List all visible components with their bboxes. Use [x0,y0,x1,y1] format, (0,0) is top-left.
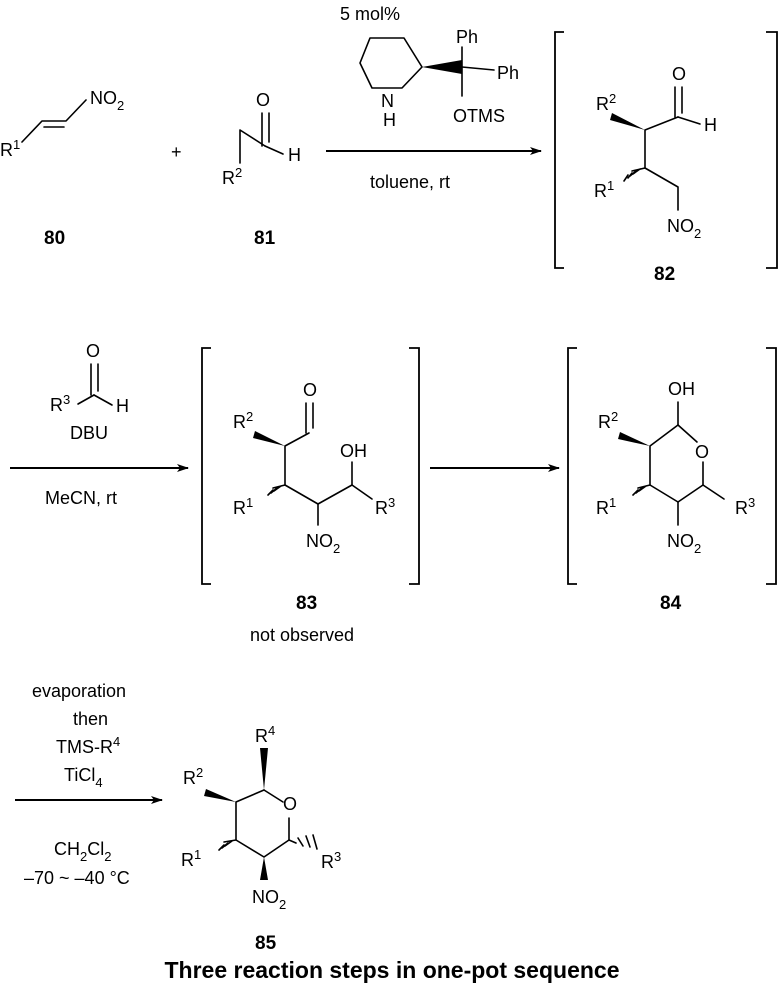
step1-solvent: toluene, rt [370,172,450,192]
scheme-caption: Three reaction steps in one-pot sequence [165,957,620,983]
hash-bond [288,834,318,850]
nitro-group: NO2 [252,887,286,912]
step4-solvent: CH2Cl2 [54,839,111,864]
compound-label-85: 85 [255,933,277,954]
step1-conditions: 5 mol% N H Ph Ph OTMS toluene, rt [326,4,542,192]
bracket-right [409,347,420,585]
r1-label: R1 [594,178,614,201]
compound-label-81: 81 [254,228,276,249]
carbonyl-oxygen: O [256,90,270,110]
compound-label-80: 80 [44,228,65,249]
hydroxyl-group: OH [668,379,695,399]
phenyl-right: Ph [497,63,519,83]
step4-temperature: –70 ~ –40 °C [24,868,130,888]
nitro-group: NO2 [90,88,124,113]
ring-oxygen: O [283,794,297,814]
r1-label: R1 [181,847,201,870]
wedge-bond [204,789,236,802]
step4-line2: then [73,709,108,729]
base-dbu: DBU [70,423,108,443]
nitro-group: NO2 [667,216,701,241]
r1-label: R1 [596,495,616,518]
r2-label: R2 [596,91,616,114]
wedge-bond [422,60,462,74]
r2-label: R2 [222,165,242,188]
r1-label: R1 [233,495,253,518]
step2-conditions: O H R3 DBU MeCN, rt [10,341,189,508]
carbonyl-oxygen: O [672,64,686,84]
carbonyl-oxygen: O [303,380,317,400]
step2-solvent: MeCN, rt [45,488,117,508]
compound-85: R4 O R3 NO2 R2 R1 85 [181,723,341,954]
wedge-bond [610,113,645,130]
r3-label: R3 [321,849,341,872]
hash-bond [632,484,651,496]
wedge-bond [260,748,268,790]
hash-bond [267,484,286,496]
otms-group: OTMS [453,106,505,126]
bracket-right [766,347,777,585]
compound-label-84: 84 [660,593,682,614]
r1-label: R1 [0,137,20,160]
hash-bond [623,167,646,182]
bracket-left [567,347,577,585]
amine-h: H [383,110,396,130]
compound-83: O R2 R1 OH R3 NO2 83 not observed [201,347,420,645]
step4-line1: evaporation [32,681,126,701]
catalyst-loading: 5 mol% [340,4,400,24]
phenyl-top: Ph [456,27,478,47]
step4-line4: TiCl4 [64,765,103,790]
r4-label: R4 [255,723,275,746]
reagent-oxygen: O [86,341,100,361]
plus-sign: + [171,142,182,162]
step4-conditions: evaporation then TMS-R4 TiCl4 CH2Cl2 –70… [15,681,163,888]
r3-label: R3 [375,495,395,518]
nitro-group: NO2 [667,531,701,556]
nitro-group: NO2 [306,531,340,556]
compound-label-83: 83 [296,593,317,614]
compound-label-82: 82 [654,264,675,285]
amine-n: N [381,91,394,111]
wedge-bond [618,432,650,446]
step4-line3: TMS-R4 [56,734,120,757]
not-observed-note: not observed [250,625,354,645]
r2-label: R2 [598,409,618,432]
hydroxyl-group: OH [340,441,367,461]
compound-84: OH O R2 R1 R3 NO2 84 [567,347,777,614]
r3-label: R3 [50,392,70,415]
wedge-bond [253,431,285,446]
aldehyde-h: H [704,115,717,135]
compound-82: O H R2 R1 NO2 82 [554,31,778,285]
bracket-left [554,31,564,269]
compound-80: R1 NO2 80 [0,88,124,249]
wedge-bond [260,857,268,880]
compound-81: O H R2 81 [222,90,301,249]
r2-label: R2 [183,765,203,788]
bracket-right [766,31,778,269]
bracket-left [201,347,211,585]
r2-label: R2 [233,409,253,432]
hash-bond [218,839,237,851]
reagent-h: H [116,396,129,416]
aldehyde-h: H [288,145,301,165]
ring-oxygen: O [695,442,709,462]
r3-label: R3 [735,495,755,518]
